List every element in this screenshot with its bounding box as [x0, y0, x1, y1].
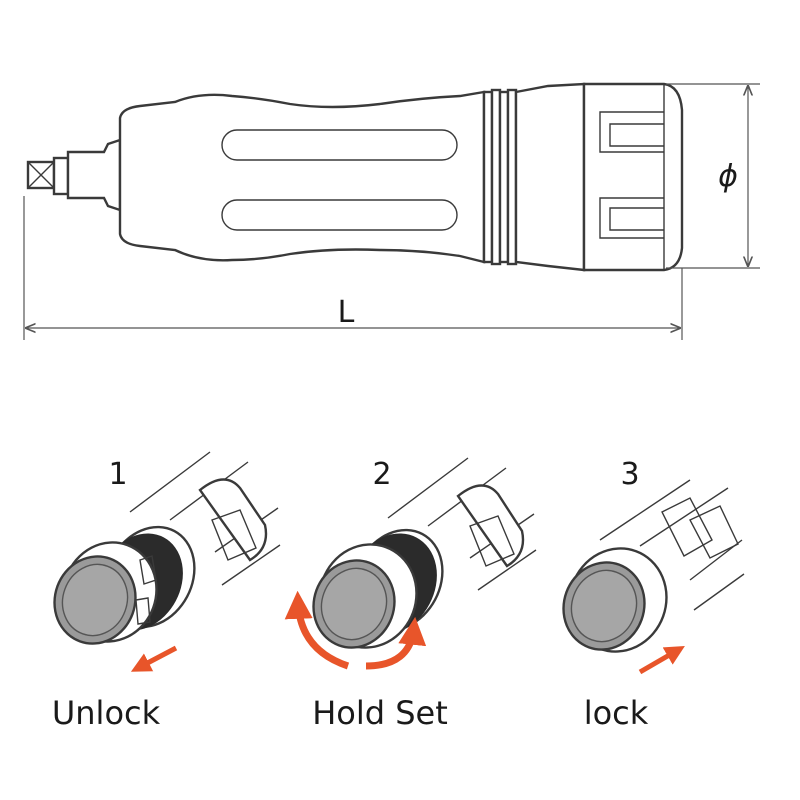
step-2-number: 2	[372, 457, 391, 492]
drive-neck	[52, 156, 70, 196]
grip-body	[118, 90, 486, 264]
rotate-arrow-right	[365, 616, 427, 670]
tool-side-view	[26, 82, 684, 272]
lock-arrow	[638, 645, 685, 675]
dimension-lines	[23, 83, 760, 340]
square-drive-cross	[27, 161, 55, 189]
shaft	[66, 138, 122, 212]
step-2-label: Hold Set	[312, 694, 448, 732]
adjustment-cap	[582, 82, 684, 272]
collar-taper	[514, 82, 586, 272]
grip-slot-lower	[221, 199, 458, 231]
step-1-number: 1	[108, 457, 127, 492]
collar-ribs	[482, 88, 518, 266]
step-3-label: lock	[584, 694, 649, 732]
cap-tab-upper	[599, 111, 664, 153]
step-3-number: 3	[620, 457, 639, 492]
step-2-illustration	[312, 457, 537, 649]
unlock-arrow	[130, 645, 178, 672]
step-1-illustration	[53, 451, 281, 645]
rotate-arrow-left	[284, 590, 350, 670]
grip-slot-upper	[221, 129, 458, 161]
step-3-illustration	[562, 479, 745, 653]
length-label: L	[338, 295, 355, 330]
diameter-label: ϕ	[718, 159, 738, 194]
cap-tab-lower	[599, 197, 664, 239]
step-1-label: Unlock	[52, 694, 161, 732]
